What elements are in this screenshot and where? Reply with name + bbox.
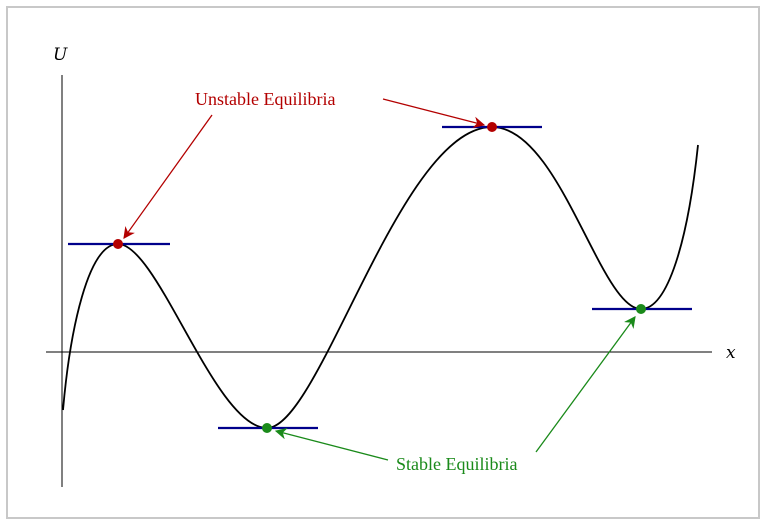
unstable-arrow-left: [123, 114, 213, 239]
stable-point-right: [636, 304, 646, 314]
stable-equilibria-label: Stable Equilibria: [396, 454, 517, 474]
figure-frame: [6, 6, 760, 519]
unstable-equilibria-label: Unstable Equilibria: [195, 89, 335, 109]
stable-arrow-right: [535, 316, 636, 453]
unstable-arrow-right: [382, 98, 486, 129]
unstable-point-left: [113, 239, 123, 249]
x-axis-label: x: [726, 343, 736, 363]
stable-point-left: [262, 423, 272, 433]
y-axis-label: U: [53, 45, 68, 65]
stable-arrow-left: [274, 427, 389, 461]
potential-curve: [62, 126, 699, 429]
unstable-point-right: [487, 122, 497, 132]
